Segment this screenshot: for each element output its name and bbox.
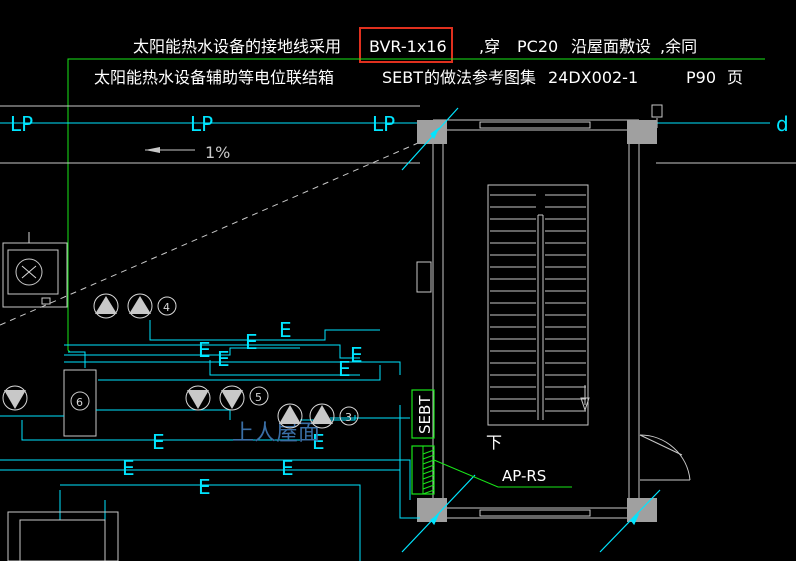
annotation-text: 的做法参考图集	[424, 68, 536, 87]
device-triangle-down	[185, 385, 211, 411]
device-triangle-up	[93, 293, 119, 319]
column	[627, 498, 657, 522]
column	[417, 120, 447, 144]
annotation-text: 太阳能热水设备的接地线采用	[133, 37, 341, 56]
panel-hatch	[422, 484, 435, 490]
lp-label: LP	[372, 112, 395, 136]
panel-hatch	[422, 489, 435, 495]
annotation-text: ,余同	[660, 37, 697, 56]
ap-rs-label: AP-RS	[502, 467, 546, 485]
unit-number: 3	[345, 411, 352, 424]
wire-e-label: E	[152, 430, 165, 454]
roof-label: 上人屋面	[232, 421, 320, 446]
highlight-box	[359, 27, 453, 63]
panel-hatch	[422, 469, 435, 475]
wire-e-label: E	[350, 343, 363, 367]
wire-e-label: E	[122, 456, 135, 480]
wire-e-label: E	[312, 430, 325, 454]
annotation-text: 沿屋面敷设	[571, 37, 651, 56]
wire-e-label: E	[338, 357, 351, 381]
panel-hatch	[422, 479, 435, 485]
panel-hatch	[422, 464, 435, 470]
device-group-3: 3	[277, 403, 359, 429]
annotation-text: ,穿	[479, 37, 500, 56]
dashed-diagonal	[0, 139, 426, 326]
panel-hatch	[422, 454, 435, 460]
device-triangle-up	[127, 293, 153, 319]
annotation-text: 太阳能热水设备辅助等电位联结箱	[94, 68, 334, 87]
device-group-5: 5	[185, 385, 269, 411]
wire-e-label: E	[198, 475, 211, 499]
device-triangle-up	[309, 403, 335, 429]
panel-hatch	[422, 474, 435, 480]
ap-rs-panel: AP-RS	[411, 445, 572, 495]
column	[627, 120, 657, 144]
annotation-line-1: 太阳能热水设备的接地线采用 BVR-1x16 ,穿 PC20 沿屋面敷设 ,余同	[133, 27, 697, 63]
wire-e-label: E	[217, 347, 230, 371]
unit-number: 6	[76, 396, 83, 409]
lp-label: LP	[10, 112, 33, 136]
device-group-4: 4	[93, 293, 177, 319]
highlighted-wire-spec: BVR-1x16	[369, 37, 447, 56]
device-left-edge	[2, 385, 28, 411]
wire-e-label: E	[281, 456, 294, 480]
sebt-label: SEBT	[416, 395, 434, 434]
annotation-text: 页	[727, 68, 743, 87]
device-triangle-down	[219, 385, 245, 411]
box-code: SEBT	[382, 68, 423, 87]
ap-rs-leader	[433, 459, 572, 488]
wire-e-label: E	[245, 330, 258, 354]
atlas-number: 24DX002-1	[548, 68, 638, 87]
sebt-box: SEBT	[411, 389, 435, 439]
down-conductor-markers	[401, 107, 661, 553]
slope-indicator: 1%	[145, 143, 230, 162]
panel-hatch	[422, 449, 435, 455]
wire-e-label: E	[198, 338, 211, 362]
lp-label: LP	[190, 112, 213, 136]
unit-number: 5	[255, 391, 262, 404]
unit-number: 4	[163, 301, 170, 314]
lightning-protection-line: LP LP LP d	[0, 112, 789, 136]
solar-water-heater-unit	[2, 232, 68, 308]
stairwell: 下	[416, 104, 691, 522]
ground-leader-line	[67, 58, 765, 353]
conduit-spec: PC20	[517, 37, 558, 56]
stair-down-label: 下	[486, 433, 502, 452]
panel-hatch	[422, 459, 435, 465]
equipment-6: 6	[63, 369, 97, 437]
annotation-line-2: 太阳能热水设备辅助等电位联结箱 SEBT 的做法参考图集 24DX002-1 P…	[94, 68, 743, 87]
slope-label: 1%	[205, 143, 230, 162]
ground-wire-markers: E E E E E E E E E E E	[122, 318, 363, 499]
d-label: d	[776, 112, 789, 136]
atlas-page: P90	[686, 68, 716, 87]
wire-e-label: E	[279, 318, 292, 342]
device-triangle-up	[277, 403, 303, 429]
